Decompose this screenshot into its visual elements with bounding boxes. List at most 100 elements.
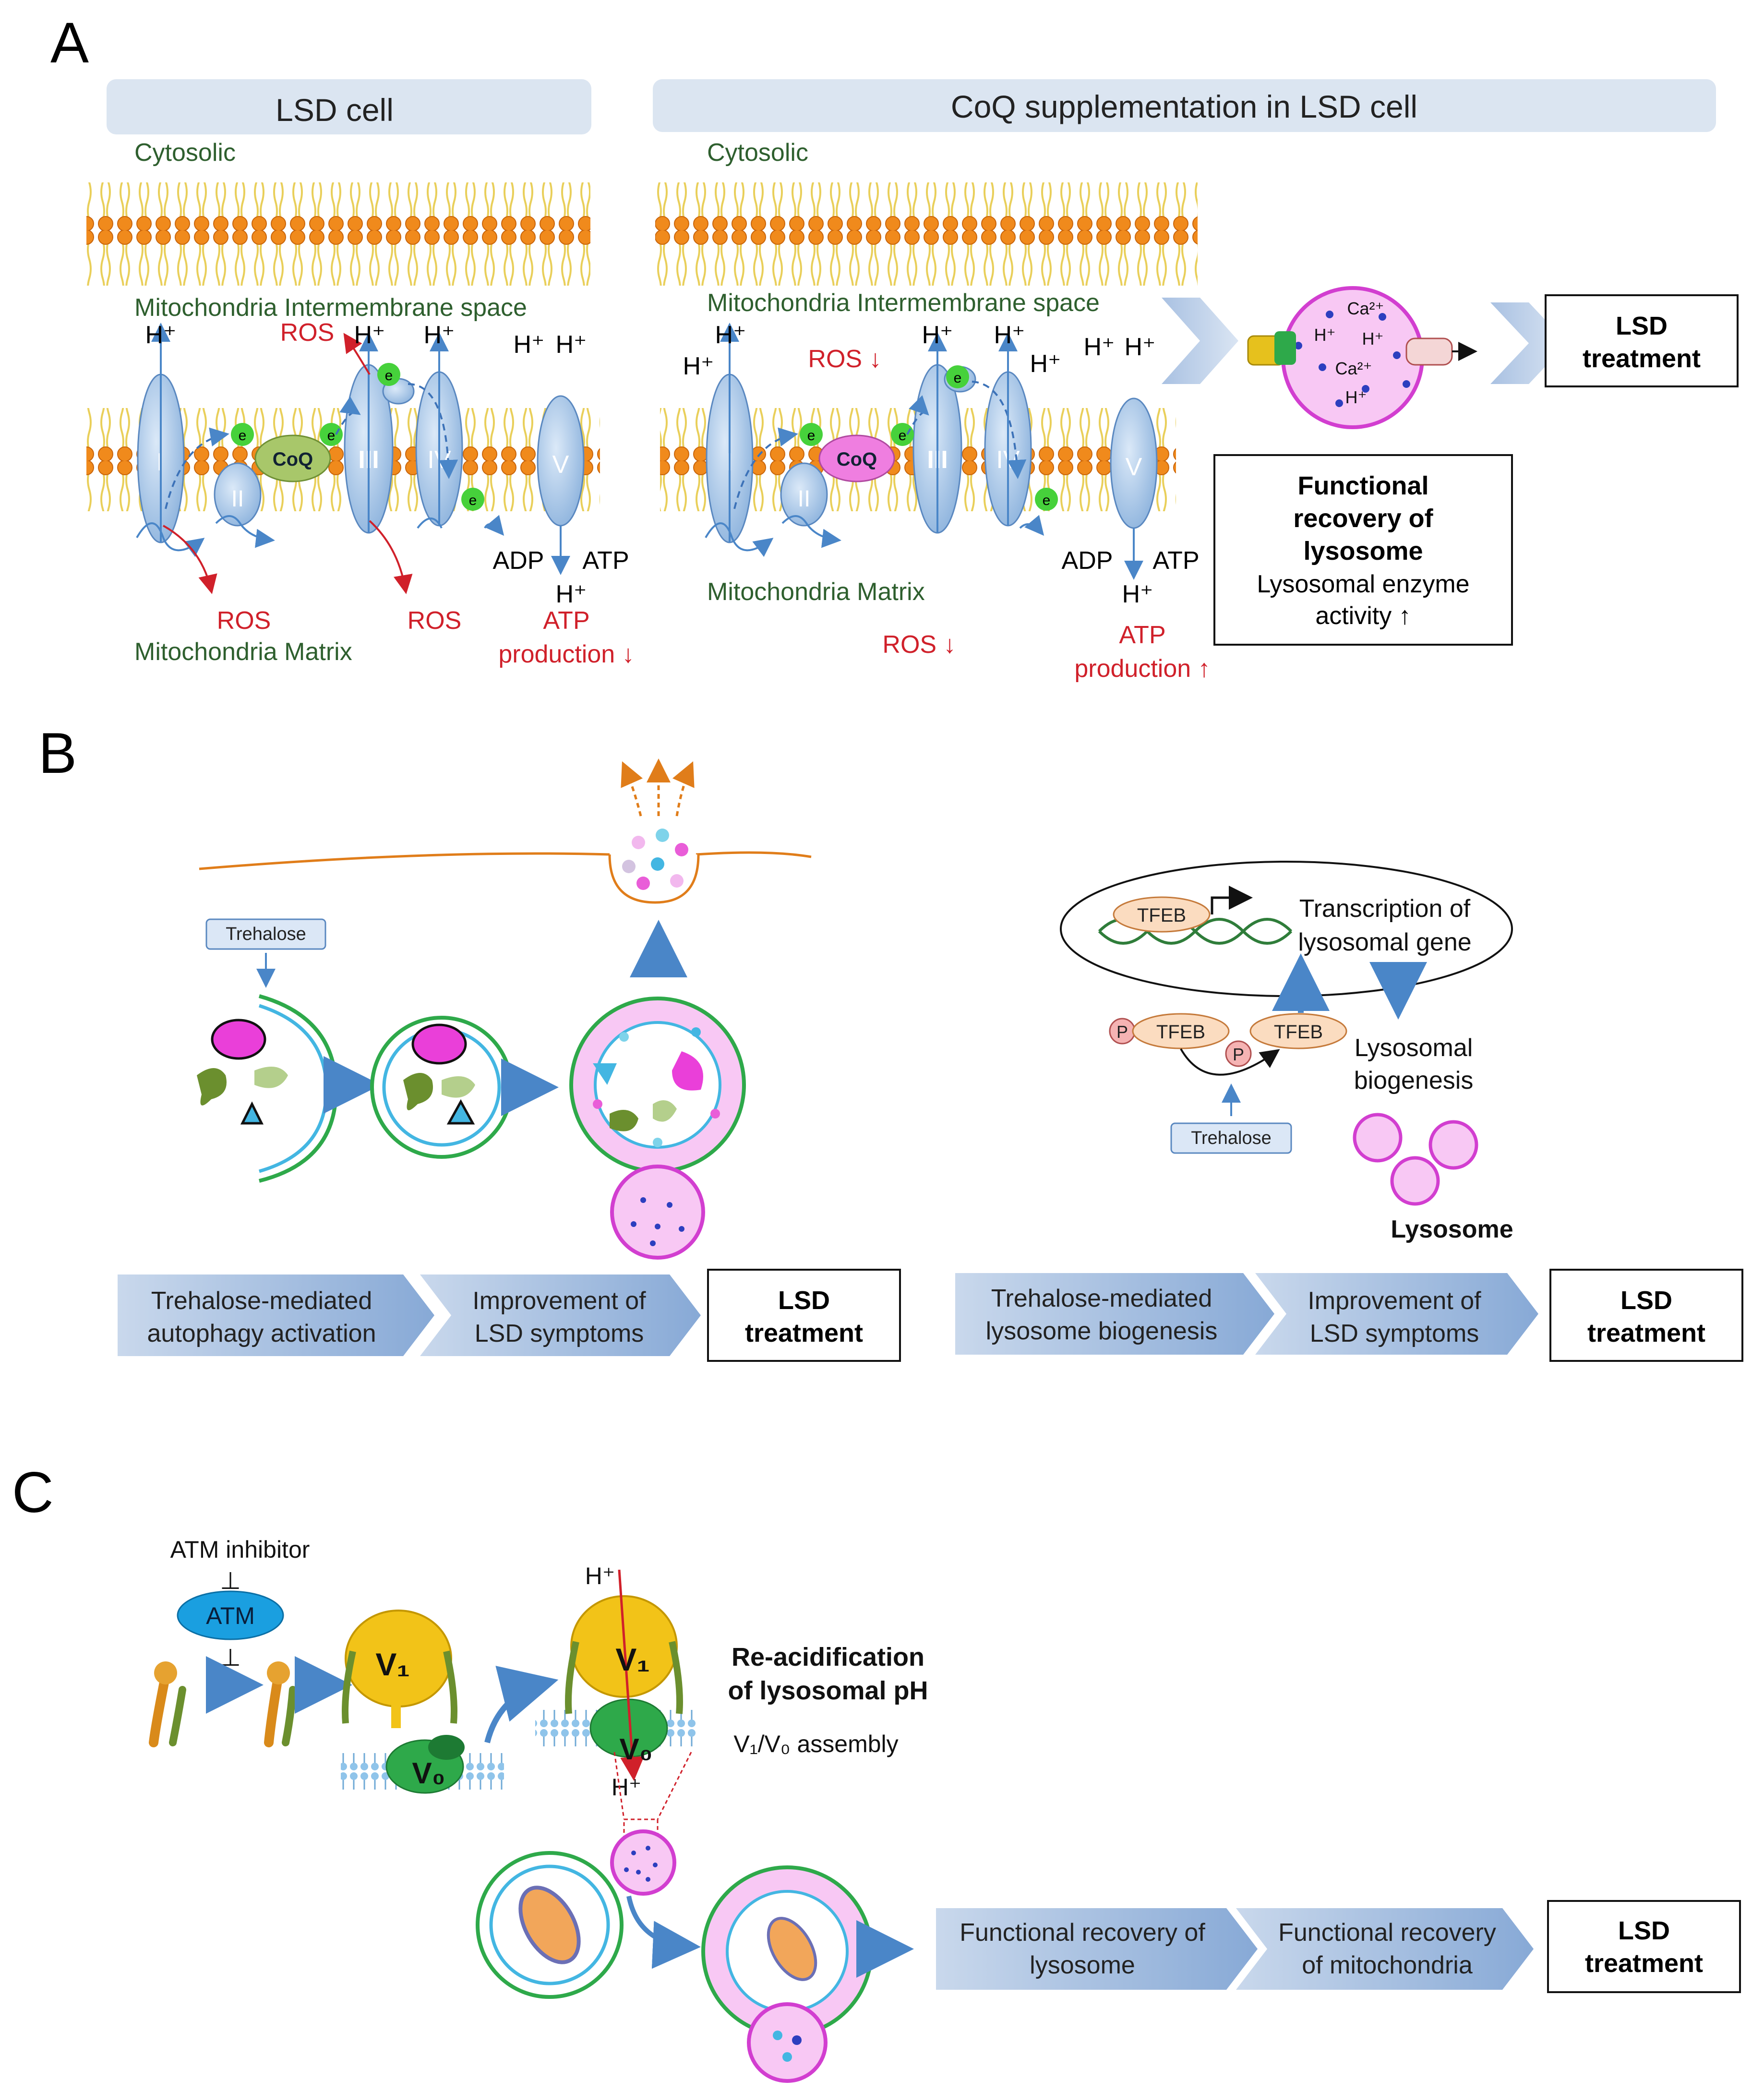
outer-membrane-left (86, 182, 590, 286)
c-step1-line2: lysosome (1030, 1951, 1135, 1979)
b-right-lsd-line2: treatment (1587, 1319, 1705, 1347)
plasma-membrane (199, 851, 812, 870)
adp-right: ADP (1062, 547, 1113, 575)
panel-label-b: B (38, 721, 77, 785)
cytosolic-label-left: Cytosolic (134, 139, 236, 167)
c-step2-line1: Functional recovery (1278, 1919, 1496, 1947)
c-lsd-line1: LSD (1618, 1916, 1670, 1945)
biogenesis-line1: Lysosomal (1355, 1034, 1473, 1062)
transcription-line1: Transcription of (1299, 895, 1471, 923)
lsd-treatment-box-b-left (707, 1269, 901, 1362)
atm-inhibitor-label: ATM inhibitor (170, 1536, 310, 1563)
exocytosis-vesicle (608, 829, 700, 904)
lsd-treatment-box-b-right (1549, 1269, 1743, 1362)
electron-label-3: e (385, 368, 393, 384)
production-up: production ↑ (1074, 655, 1210, 683)
etc-complexes-left (137, 364, 585, 543)
chevron-c-2 (1236, 1908, 1534, 1990)
electron-label-5: e (807, 428, 816, 444)
chevron-b-left-2 (420, 1274, 701, 1356)
electron-bursts-right (800, 365, 1058, 511)
header-lsd-cell (107, 79, 591, 134)
recovery-line5: activity ↑ (1315, 602, 1411, 630)
c-step2-line2: of mitochondria (1302, 1951, 1473, 1979)
ros-down-top: ROS ↓ (808, 345, 881, 373)
tfeb-nuclear (1113, 896, 1211, 933)
tfeb-free (1249, 1013, 1347, 1049)
acidified-lysosome (610, 1829, 676, 1896)
ros-arrows-left (163, 333, 413, 594)
v0-label-2: V₀ (619, 1733, 652, 1766)
ca-label-2: Ca²⁺ (1335, 359, 1372, 378)
atm-label: ATM (206, 1602, 255, 1629)
atp-production-left: ATP (543, 607, 589, 635)
arrow-c4 (626, 1896, 701, 1969)
transcription-line2: lysosomal gene (1298, 928, 1471, 956)
v1-subunits-released (264, 1661, 297, 1747)
p-label-left: P (1116, 1022, 1128, 1042)
intermembrane-label-right: Mitochondria Intermembrane space (707, 289, 1100, 317)
electron-bursts-left (231, 363, 484, 511)
v1-label-1: V₁ (375, 1647, 409, 1682)
complex-v-label-left: V (552, 451, 569, 479)
electron-flow-left (165, 383, 458, 509)
electron-label-1: e (239, 428, 247, 444)
recovery-line2: recovery of (1293, 504, 1433, 533)
hplus-b2: H⁺ (922, 321, 953, 349)
v1-subunits-free (149, 1661, 186, 1747)
p-label-released: P (1233, 1045, 1244, 1064)
tfeb-label-nuclear: TFEB (1137, 905, 1186, 926)
c-lsd-line2: treatment (1585, 1949, 1703, 1978)
b-right-step2-line1: Improvement of (1308, 1287, 1481, 1315)
lysosome-label: Lysosome (1391, 1215, 1513, 1243)
panel-label-a: A (50, 11, 89, 75)
hplus-b1: H⁺ (715, 321, 746, 349)
chevron-b-right-2 (1255, 1273, 1538, 1355)
chevron-b-right-1 (955, 1273, 1274, 1355)
tfeb-label-phospho: TFEB (1156, 1022, 1205, 1043)
cytosolic-label-right: Cytosolic (707, 139, 808, 167)
matrix-label-left: Mitochondria Matrix (134, 638, 352, 666)
ros-down-bottom: ROS ↓ (882, 631, 956, 659)
b-left-step1-line1: Trehalose-mediated (151, 1287, 372, 1315)
lyso-hplus-3: H⁺ (1345, 387, 1367, 407)
v1-label-2: V₁ (615, 1642, 649, 1677)
recovery-line1: Functional (1298, 471, 1429, 500)
proton-arrows-right (705, 323, 1143, 580)
trehalose-box-left (205, 918, 326, 950)
b-left-step2-line2: LSD symptoms (475, 1320, 644, 1347)
transcription-arrow (1211, 886, 1253, 914)
electron-label-2: e (327, 428, 336, 444)
ros-top-left: ROS (280, 319, 335, 347)
production-down: production ↓ (498, 640, 634, 668)
coq-label-left: CoQ (273, 449, 313, 470)
phagophore (197, 994, 338, 1183)
hplus-b7: H⁺ (1122, 580, 1153, 608)
header-coq (653, 79, 1716, 132)
ca-label-1: Ca²⁺ (1347, 299, 1384, 318)
hplus-c-bottom: H⁺ (612, 1774, 642, 1801)
chevron-a1 (1162, 298, 1238, 384)
hplus-a6: H⁺ (556, 580, 587, 608)
reacidification-line1: Re-acidification (732, 1643, 924, 1671)
ros-bottom-2: ROS (408, 607, 462, 635)
hplus-b3: H⁺ (994, 321, 1025, 349)
atp-left: ATP (582, 547, 629, 575)
secretion-arrows (621, 758, 695, 817)
electron-flow-right (733, 381, 1027, 509)
v-atpase-assembled (565, 1569, 683, 1781)
hplus-a5: H⁺ (556, 331, 587, 359)
hplus-b6: H⁺ (1125, 333, 1156, 361)
hplus-c-top: H⁺ (585, 1563, 615, 1589)
autophagosome (370, 1016, 513, 1159)
chevron-b-left-1 (118, 1274, 434, 1356)
b-right-step1-line2: lysosome biogenesis (986, 1317, 1218, 1345)
header-coq-label: CoQ supplementation in LSD cell (951, 89, 1417, 124)
v0-label-1: V₀ (412, 1757, 445, 1790)
coq-label-right: CoQ (837, 449, 877, 470)
panel-label-c: C (12, 1460, 54, 1525)
lsd-treatment-a-line1: LSD (1616, 312, 1668, 340)
hplus-a3: H⁺ (424, 321, 455, 349)
biogenesis-line2: biogenesis (1354, 1067, 1474, 1094)
hplus-b0: H⁺ (683, 352, 714, 380)
